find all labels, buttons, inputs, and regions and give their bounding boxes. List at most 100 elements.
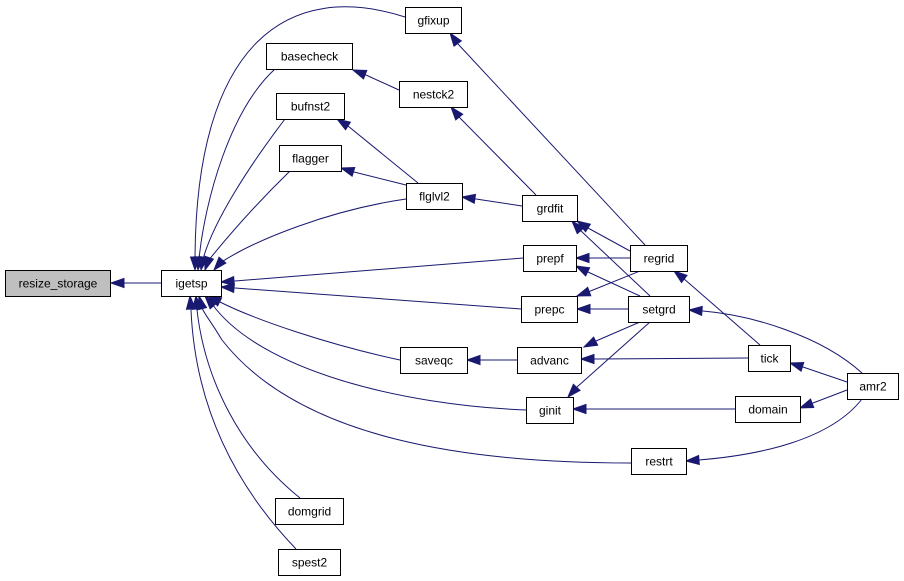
edge-line <box>365 74 400 91</box>
node-box[interactable] <box>405 7 462 34</box>
node-domain[interactable]: domain <box>735 396 801 423</box>
node-box[interactable] <box>847 373 899 400</box>
edge-line <box>579 229 651 297</box>
edge-line <box>219 260 223 264</box>
node-setgrd[interactable]: setgrd <box>628 296 690 323</box>
node-resize_storage[interactable]: resize_storage <box>5 270 111 297</box>
node-grdfit[interactable]: grdfit <box>522 195 578 222</box>
node-box[interactable] <box>631 448 687 475</box>
node-label: nestck2 <box>413 88 455 102</box>
node-flagger[interactable]: flagger <box>279 145 342 172</box>
node-domgrid[interactable]: domgrid <box>275 498 344 525</box>
node-box[interactable] <box>279 145 342 172</box>
edge-line <box>587 271 641 297</box>
edge-regrid-to-prepf <box>574 252 630 264</box>
arrowhead-icon <box>465 354 481 366</box>
edge-line <box>457 43 646 246</box>
node-box[interactable] <box>630 245 688 272</box>
arrowhead-icon <box>582 336 599 348</box>
node-amr2[interactable]: amr2 <box>847 373 899 400</box>
edge-line <box>234 287 522 310</box>
edge-line <box>575 386 578 389</box>
arrowhead-icon <box>450 105 464 121</box>
node-spest2[interactable]: spest2 <box>278 549 341 576</box>
edge-line <box>347 125 419 184</box>
node-box[interactable] <box>628 296 690 323</box>
node-basecheck[interactable]: basecheck <box>266 43 353 70</box>
node-box[interactable] <box>523 245 577 272</box>
arrowhead-icon <box>571 403 587 415</box>
edge-line <box>802 366 848 383</box>
edge-setgrd-to-prepf <box>574 265 641 297</box>
node-nestck2[interactable]: nestck2 <box>399 81 468 108</box>
edge-flagger-to-igetsp <box>204 170 291 272</box>
node-flglvl2[interactable]: flglvl2 <box>406 183 463 210</box>
edge-line <box>211 303 527 411</box>
edge-saveqc-to-igetsp <box>206 295 401 361</box>
edge-flglvl2-to-igetsp <box>213 198 407 272</box>
edge-regrid-to-grdfit <box>575 220 631 252</box>
edge-line <box>458 115 461 119</box>
edge-amr2-to-setgrd <box>687 305 863 374</box>
node-box[interactable] <box>526 397 574 424</box>
node-prepf[interactable]: prepf <box>523 245 577 272</box>
edge-line <box>576 321 651 388</box>
node-box[interactable] <box>399 81 468 108</box>
edge-setgrd-to-prepc <box>575 303 628 315</box>
node-label: setgrd <box>642 303 675 317</box>
edge-flglvl2-to-flagger <box>339 166 407 186</box>
arrowhead-icon <box>687 305 703 317</box>
node-box[interactable] <box>275 498 344 525</box>
node-bufnst2[interactable]: bufnst2 <box>276 93 345 120</box>
node-box[interactable] <box>521 296 578 323</box>
node-ginit[interactable]: ginit <box>526 397 574 424</box>
arrowhead-icon <box>335 118 352 131</box>
arrowhead-icon <box>672 270 688 284</box>
edge-line <box>475 198 523 207</box>
node-label: igetsp <box>175 277 207 291</box>
edge-regrid-to-gfixup <box>449 31 646 246</box>
edge-domain-to-ginit <box>571 403 735 415</box>
edge-line <box>811 402 814 405</box>
node-tick[interactable]: tick <box>748 345 791 372</box>
node-label: domgrid <box>288 505 331 519</box>
node-label: ginit <box>539 404 562 418</box>
edge-line <box>207 170 291 262</box>
edge-ginit-to-igetsp <box>203 294 527 411</box>
edge-flglvl2-to-bufnst2 <box>335 118 419 184</box>
edge-line <box>198 68 276 260</box>
edge-line <box>217 300 401 361</box>
node-regrid[interactable]: regrid <box>630 245 688 272</box>
edge-setgrd-to-ginit <box>566 321 651 399</box>
edge-amr2-to-tick <box>788 361 848 383</box>
node-box[interactable] <box>5 270 111 297</box>
edge-line <box>812 389 848 404</box>
edge-line <box>190 309 297 550</box>
node-box[interactable] <box>278 549 341 576</box>
node-box[interactable] <box>276 93 345 120</box>
edge-line <box>207 258 210 262</box>
node-box[interactable] <box>400 347 468 374</box>
node-box[interactable] <box>266 43 353 70</box>
node-advanc[interactable]: advanc <box>517 347 582 374</box>
node-box[interactable] <box>522 195 578 222</box>
node-gfixup[interactable]: gfixup <box>405 7 462 34</box>
arrowhead-icon <box>574 252 590 264</box>
node-box[interactable] <box>406 183 463 210</box>
node-prepc[interactable]: prepc <box>521 296 578 323</box>
node-box[interactable] <box>517 347 582 374</box>
node-label: gfixup <box>417 14 449 28</box>
node-box[interactable] <box>748 345 791 372</box>
node-box[interactable] <box>161 270 222 297</box>
edge-line <box>459 117 537 196</box>
node-label: flglvl2 <box>419 190 450 204</box>
edge-line <box>364 73 367 76</box>
edge-line <box>682 277 761 346</box>
edge-line <box>587 270 641 293</box>
edge-prepc-to-igetsp <box>219 282 522 310</box>
node-box[interactable] <box>735 396 801 423</box>
node-saveqc[interactable]: saveqc <box>400 347 468 374</box>
node-label: saveqc <box>415 354 453 368</box>
node-restrt[interactable]: restrt <box>631 448 687 475</box>
node-igetsp[interactable]: igetsp <box>161 270 222 297</box>
